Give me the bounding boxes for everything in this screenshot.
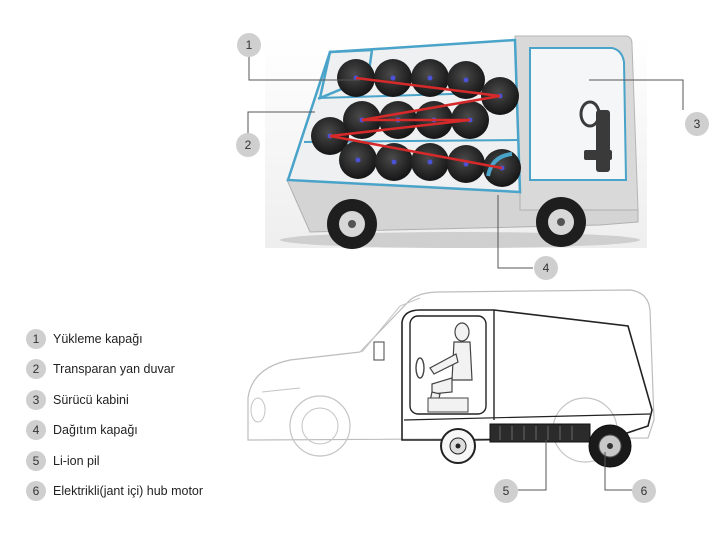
driver-figure (427, 322, 473, 411)
van-front-wheel (289, 395, 351, 457)
legend-label-4: Dağıtım kapağı (53, 423, 138, 437)
steering-wheel (579, 100, 601, 128)
callout-2-label: 2 (245, 138, 252, 152)
callout-3-label: 3 (694, 117, 701, 131)
legend-badge-2: 2 (26, 359, 46, 379)
callout-1: 1 (237, 33, 261, 57)
cargo-vehicle-render (265, 35, 647, 249)
cabin-window (529, 47, 628, 181)
legend-badge-4: 4 (26, 420, 46, 440)
cargo-route-line (329, 76, 503, 170)
legend-badge-6: 6 (26, 481, 46, 501)
legend: 1 Yükleme kapağı 2 Transparan yan duvar … (26, 328, 203, 511)
legend-item-1: 1 Yükleme kapağı (26, 328, 203, 349)
legend-item-2: 2 Transparan yan duvar (26, 359, 203, 380)
van-outline-drawing (247, 289, 655, 468)
legend-badge-3: 3 (26, 389, 46, 410)
rear-wheel-top (536, 197, 586, 247)
side-mirror (373, 341, 385, 361)
li-ion-battery (489, 423, 591, 443)
callout-5: 5 (494, 479, 518, 503)
legend-item-5: 5 Li-ion pil (26, 450, 203, 471)
legend-label-2: Transparan yan duvar (53, 362, 175, 376)
legend-badge-1: 1 (26, 328, 46, 349)
legend-item-4: 4 Dağıtım kapağı (26, 420, 203, 441)
legend-item-3: 3 Sürücü kabini (26, 389, 203, 410)
van-front-wheel-rim (301, 407, 339, 445)
module-cabin-window (409, 315, 487, 415)
battery-cells (499, 426, 573, 440)
callout-leaders-top (247, 55, 684, 269)
driver-seat-base (427, 397, 469, 413)
legend-label-1: Yükleme kapağı (53, 331, 143, 346)
van-windshield (361, 297, 421, 353)
legend-label-5: Li-ion pil (53, 453, 100, 468)
hub-motor-wheel (588, 424, 632, 468)
callout-4-label: 4 (543, 261, 550, 275)
legend-label-6: Elektrikli(jant içi) hub motor (53, 484, 204, 498)
callout-6-label: 6 (641, 484, 648, 498)
module-outline (401, 309, 653, 441)
callout-leaders-bottom (518, 440, 632, 491)
van-headlight (250, 397, 266, 423)
legend-badge-5: 5 (26, 450, 46, 471)
legend-item-6: 6 Elektrikli(jant içi) hub motor (26, 481, 203, 502)
callout-1-label: 1 (246, 38, 253, 52)
distribution-hatch (486, 152, 513, 177)
van-silhouette (247, 289, 655, 441)
callout-4: 4 (534, 256, 558, 280)
module-front-wheel (440, 428, 476, 464)
floor-line (403, 413, 651, 421)
legend-label-3: Sürücü kabini (53, 392, 129, 407)
van-bumper (261, 387, 301, 393)
front-wheel-top (327, 199, 377, 249)
callout-3: 3 (685, 112, 709, 136)
callout-5-label: 5 (503, 484, 510, 498)
seat-base (584, 150, 612, 160)
callout-6: 6 (632, 479, 656, 503)
callout-2: 2 (236, 133, 260, 157)
module-steering-wheel (415, 357, 425, 379)
